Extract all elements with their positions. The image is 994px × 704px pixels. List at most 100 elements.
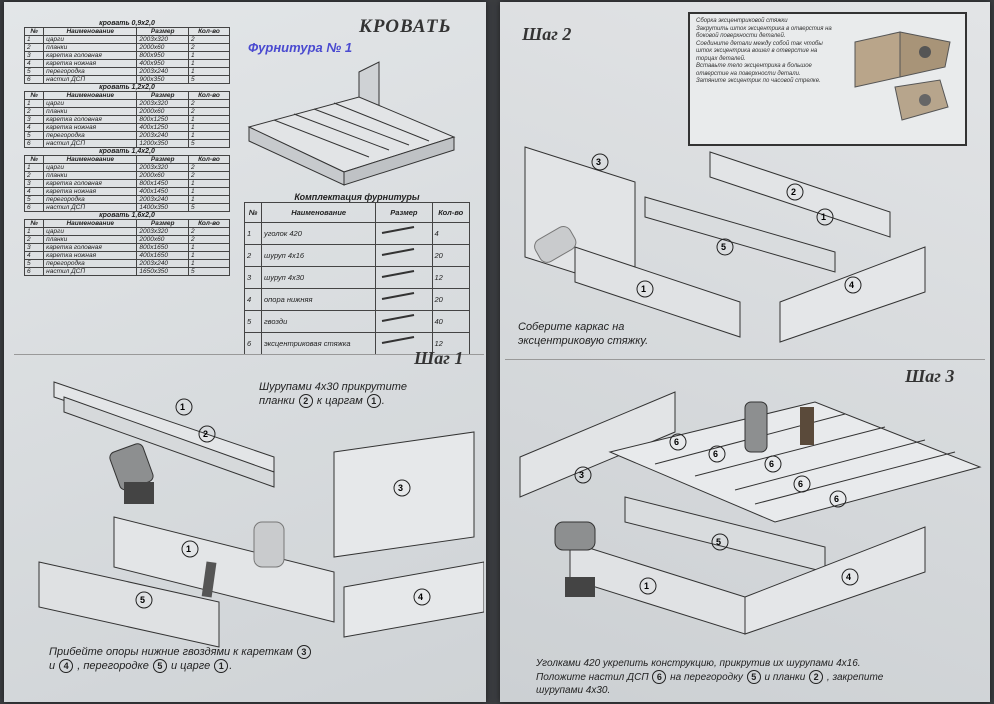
table-cell: 2	[187, 107, 231, 116]
table-cell: 1	[187, 131, 231, 140]
parts-table-caption: кровать 0,9х2,0	[99, 20, 155, 27]
step1-instruction: Шурупами 4х30 прикрутите планки 2 к царг…	[259, 381, 407, 408]
step1-bottom-line2c: и царге	[170, 660, 211, 672]
table-cell: 5	[187, 75, 231, 84]
table-header-cell: Размер	[136, 91, 189, 100]
svg-text:3: 3	[398, 483, 403, 493]
table-cell: 2	[187, 235, 231, 244]
table-cell: 3	[23, 243, 45, 252]
table-cell: 4	[23, 187, 45, 196]
parts-table-caption: кровать 1,2х2,0	[99, 84, 155, 91]
table-cell: 5	[187, 203, 231, 212]
table-cell: 6	[23, 203, 45, 212]
table-cell: 3	[23, 115, 45, 124]
table-header-cell: Кол-во	[431, 202, 470, 223]
table-header-cell: Размер	[136, 27, 189, 36]
step1-instruction-line2b: к царгам	[316, 395, 363, 407]
step2-caption: Соберите каркас на эксцентриковую стяжку…	[518, 320, 648, 348]
svg-text:5: 5	[716, 537, 721, 547]
table-cell: 2	[23, 107, 45, 116]
table-cell: 1	[187, 123, 231, 132]
table-cell: 2	[23, 43, 45, 52]
table-cell: 1	[187, 179, 231, 188]
table-header-cell: Наименование	[260, 202, 377, 223]
table-header-cell: №	[244, 202, 262, 223]
table-cell: 400х1450	[136, 187, 189, 196]
table-cell: 2003х240	[136, 131, 189, 140]
table-cell: 5	[187, 139, 231, 148]
table-cell: 4	[23, 59, 45, 68]
step1-illustration: 1 2 3 1 5 4	[38, 381, 484, 648]
step3-caption-line2c: и планки	[764, 672, 806, 683]
svg-text:4: 4	[418, 592, 423, 602]
svg-text:6: 6	[769, 459, 774, 469]
svg-text:4: 4	[846, 572, 851, 582]
table-cell: царги	[43, 35, 138, 44]
bed-illustration	[247, 61, 456, 186]
table-cell: царги	[43, 99, 138, 108]
table-header-cell: №	[23, 219, 45, 228]
table-cell: 800х950	[136, 51, 189, 60]
table-cell: 4	[23, 123, 45, 132]
table-header-cell: Наименование	[43, 91, 138, 100]
table-header-cell: Кол-во	[187, 27, 231, 36]
table-cell: планки	[43, 107, 138, 116]
table-cell: 1	[23, 163, 45, 172]
table-cell: 4	[244, 288, 262, 311]
eccentric-coupler-info-text: Сборка эксцентриковой стяжки Закрутить ш…	[696, 18, 832, 84]
table-cell: шуруп 4х30	[260, 266, 377, 289]
table-header-cell: Размер	[375, 202, 433, 223]
svg-text:5: 5	[140, 595, 145, 605]
step1-bottom-caption: Прибейте опоры нижние гвоздями к каретка…	[49, 645, 312, 673]
part-sketch-cell	[375, 288, 433, 311]
part-sketch-cell	[375, 244, 433, 267]
table-cell: 2000х60	[136, 171, 189, 180]
table-cell: 5	[23, 131, 45, 140]
table-cell: 2003х240	[136, 67, 189, 76]
svg-text:3: 3	[579, 470, 584, 480]
part-sketch-icon	[382, 314, 415, 322]
mark-1b: 1	[214, 659, 229, 673]
table-cell: 4	[431, 222, 470, 245]
table-cell: каретка головная	[43, 51, 138, 60]
table-cell: каретка ножная	[43, 123, 138, 132]
step3-title: Шаг 3	[905, 366, 955, 386]
table-cell: 1	[187, 195, 231, 204]
table-cell: 1	[187, 59, 231, 68]
parts-table-caption: кровать 1,4х2,0	[99, 148, 155, 155]
table-cell: 2	[23, 235, 45, 244]
right-instruction-sheet: Шаг 2 Сборка эксцентриковой стяжки Закру…	[500, 2, 990, 702]
svg-text:6: 6	[713, 449, 718, 459]
table-header-cell: №	[23, 27, 45, 36]
table-cell: 800х1450	[136, 179, 189, 188]
table-header-cell: Кол-во	[187, 219, 231, 228]
mark-2: 2	[298, 394, 313, 408]
table-cell: перегородка	[43, 131, 138, 140]
table-cell: 1	[23, 35, 45, 44]
table-cell: 1200х350	[136, 139, 189, 148]
table-cell: 4	[23, 251, 45, 260]
table-cell: 20	[431, 244, 470, 267]
section-divider-2	[505, 359, 985, 360]
table-cell: 2	[187, 35, 231, 44]
table-cell: 2003х320	[136, 163, 189, 172]
svg-text:1: 1	[641, 284, 646, 294]
table-cell: 3	[23, 51, 45, 60]
svg-text:6: 6	[834, 494, 839, 504]
table-header-cell: Наименование	[43, 155, 138, 164]
